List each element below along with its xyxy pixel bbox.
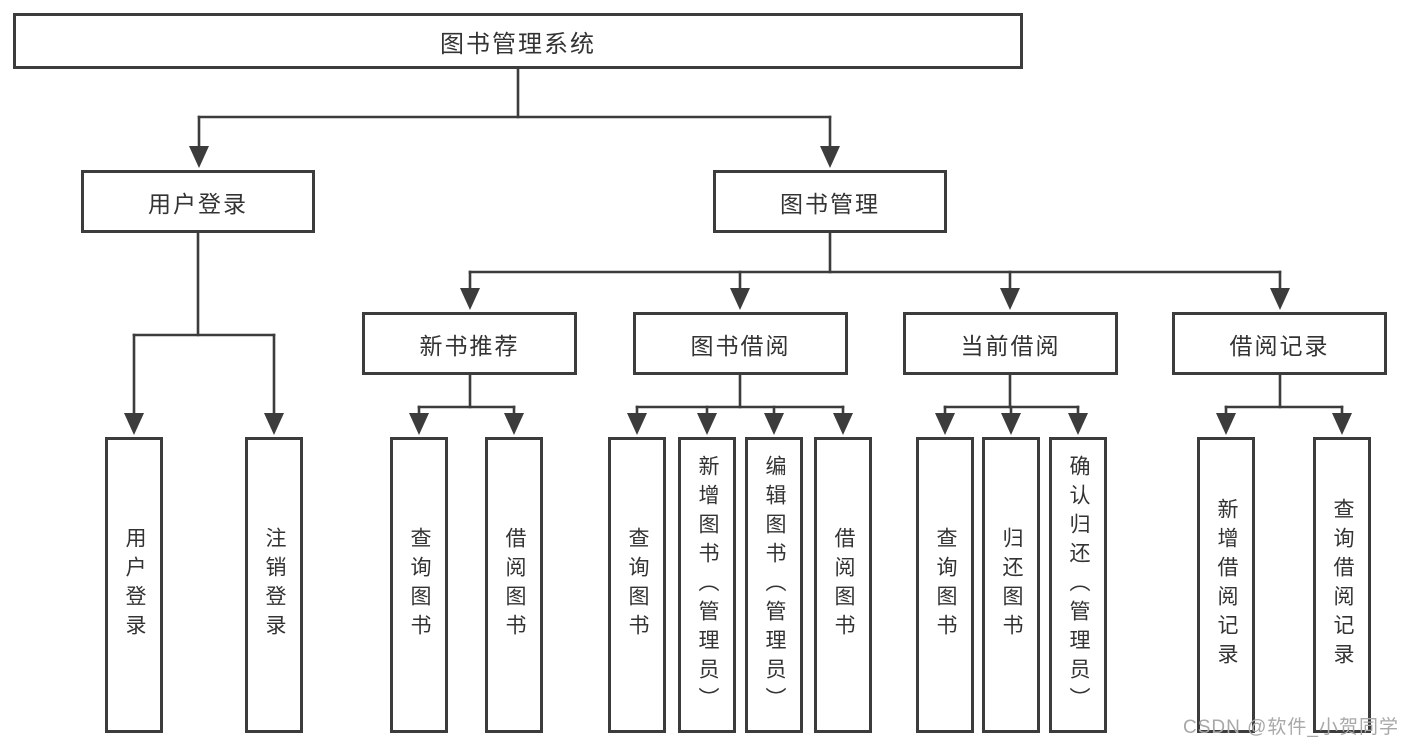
node-label: 借阅图书 [832, 527, 855, 643]
node-label: 用户登录 [148, 190, 248, 217]
node-leaf-borrow-books-recommend: 借阅图书 [485, 437, 543, 733]
node-book-borrow: 图书借阅 [633, 312, 848, 375]
node-label: 查询图书 [408, 527, 431, 643]
node-label: 查询借阅记录 [1331, 498, 1354, 672]
node-leaf-confirm-return-admin: 确认归还（管理员） [1049, 437, 1107, 733]
node-label: 用户登录 [123, 527, 146, 643]
node-leaf-user-login: 用户登录 [105, 437, 163, 733]
node-label: 注销登录 [263, 527, 286, 643]
node-leaf-add-borrow-record: 新增借阅记录 [1197, 437, 1255, 733]
node-root-library-system: 图书管理系统 [13, 13, 1023, 69]
node-label: 新增图书（管理员） [696, 454, 719, 716]
node-label: 借阅图书 [503, 527, 526, 643]
node-leaf-query-books-borrow: 查询图书 [608, 437, 666, 733]
node-leaf-logout: 注销登录 [245, 437, 303, 733]
node-label: 新书推荐 [419, 332, 520, 359]
node-leaf-return-books: 归还图书 [982, 437, 1040, 733]
node-label: 归还图书 [1000, 527, 1023, 643]
node-leaf-add-books-admin: 新增图书（管理员） [678, 437, 736, 733]
node-label: 借阅记录 [1229, 332, 1330, 359]
node-label: 查询图书 [934, 527, 957, 643]
node-label: 图书借阅 [690, 332, 791, 359]
node-leaf-query-books-recommend: 查询图书 [390, 437, 448, 733]
node-leaf-query-borrow-record: 查询借阅记录 [1313, 437, 1371, 733]
node-leaf-borrow-books: 借阅图书 [814, 437, 872, 733]
node-new-book-recommend: 新书推荐 [362, 312, 577, 375]
node-label: 确认归还（管理员） [1067, 454, 1090, 716]
node-label: 图书管理 [780, 190, 880, 217]
node-leaf-query-books-current: 查询图书 [916, 437, 974, 733]
csdn-watermark: CSDN @软件_小贺同学 [1183, 717, 1399, 738]
node-current-borrow: 当前借阅 [903, 312, 1118, 375]
node-book-management: 图书管理 [713, 170, 947, 233]
node-label: 编辑图书（管理员） [763, 454, 786, 716]
node-label: 查询图书 [626, 527, 649, 643]
node-label: 当前借阅 [960, 332, 1061, 359]
node-leaf-edit-books-admin: 编辑图书（管理员） [745, 437, 803, 733]
node-label: 图书管理系统 [440, 30, 596, 58]
node-label: 新增借阅记录 [1215, 498, 1238, 672]
node-borrow-records: 借阅记录 [1172, 312, 1387, 375]
node-user-login: 用户登录 [81, 170, 315, 233]
